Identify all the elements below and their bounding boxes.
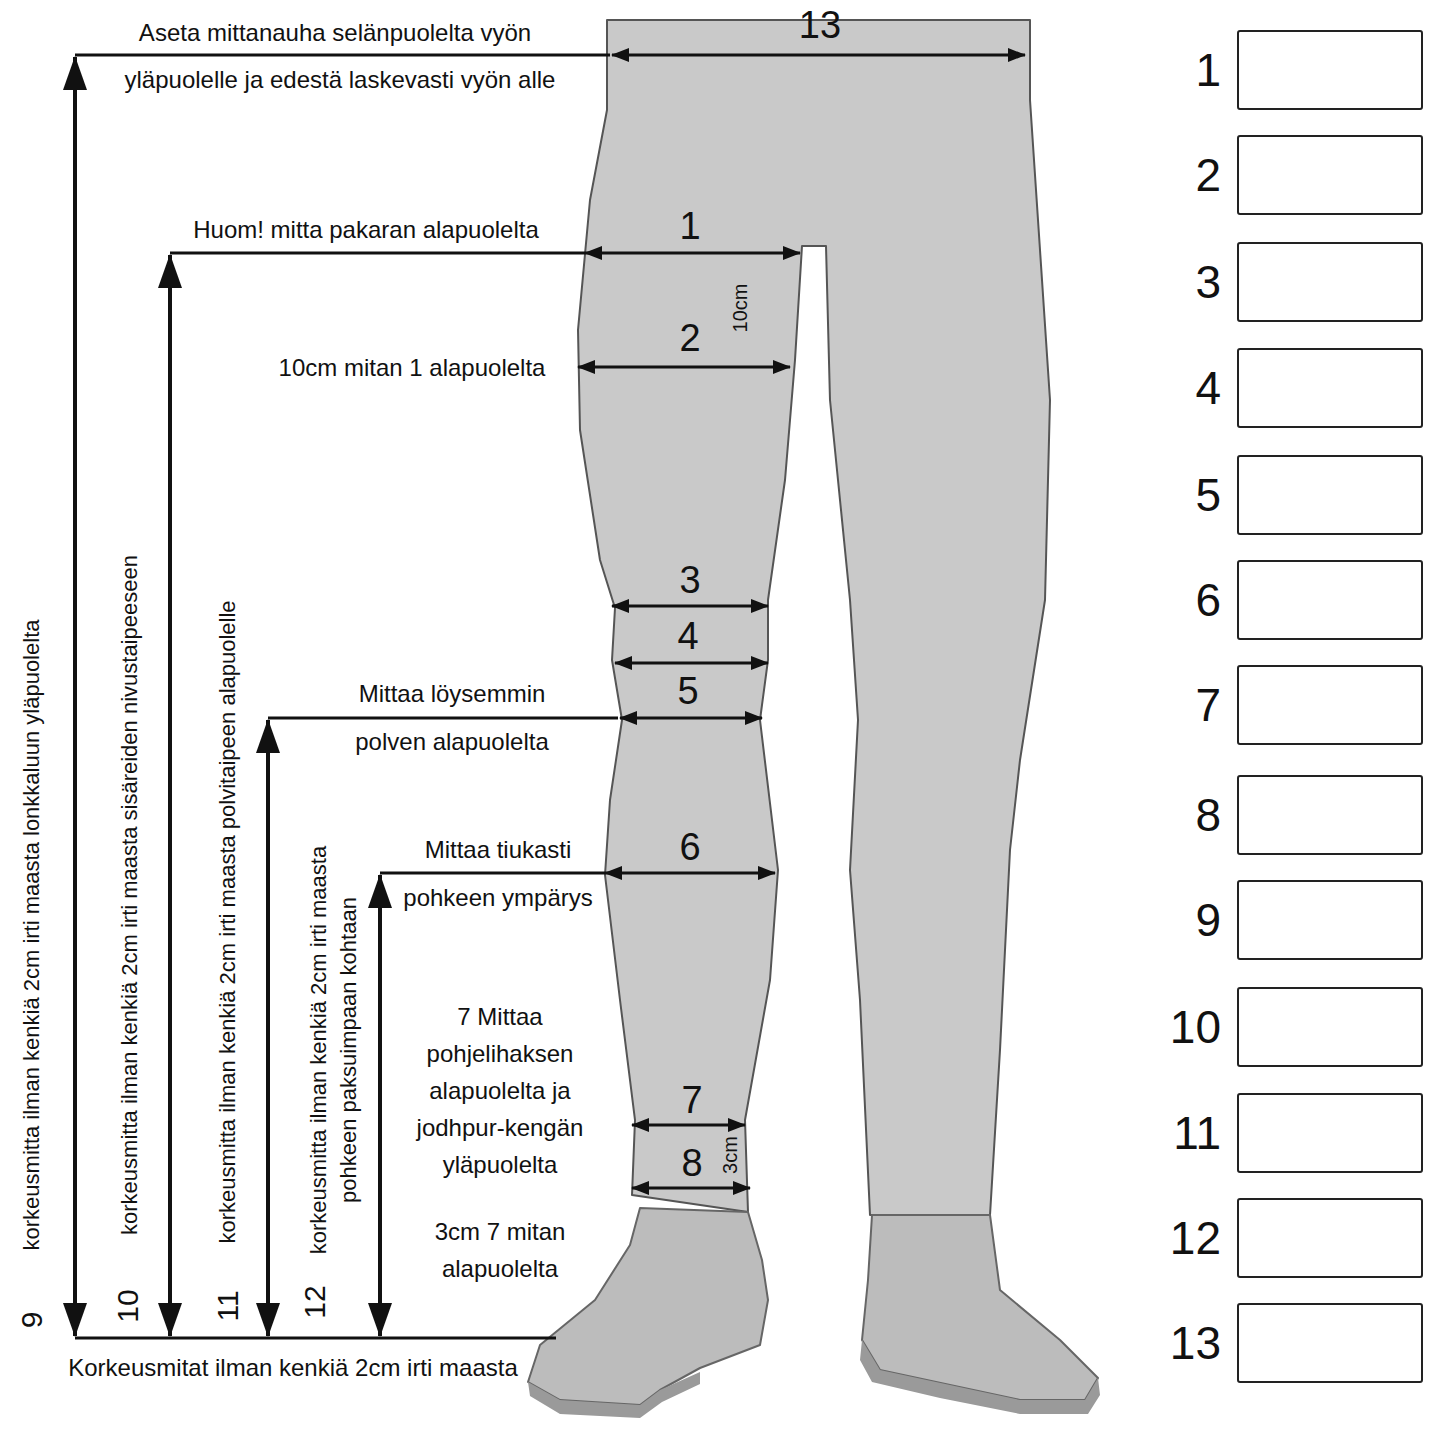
height-note: korkeusmitta ilman kenkiä 2cm irti maast…	[304, 810, 364, 1290]
dimension: 3cm	[719, 1136, 742, 1174]
box-number: 10	[1170, 1004, 1221, 1050]
right-boot	[862, 1215, 1098, 1400]
box-number: 8	[1195, 792, 1221, 838]
callout-number: 7	[681, 1081, 702, 1119]
answer-box: 1	[1237, 30, 1423, 110]
callout-number: 11	[213, 1290, 243, 1321]
answer-box: 7	[1237, 665, 1423, 745]
callout-number: 3	[679, 561, 700, 599]
callout-number: 5	[677, 672, 698, 710]
answer-box: 2	[1237, 135, 1423, 215]
girth-arrows	[578, 55, 1025, 1188]
instruction-note: 3cm 7 mitan alapuolelta	[420, 1213, 580, 1287]
callout-number: 8	[681, 1144, 702, 1182]
instruction-note: yläpuolelle ja edestä laskevasti vyön al…	[125, 66, 556, 94]
height-note: korkeusmitta ilman kenkiä 2cm irti maast…	[19, 620, 44, 1251]
callout-number: 6	[679, 828, 700, 866]
box-number: 7	[1195, 682, 1221, 728]
callout-number: 12	[300, 1285, 330, 1318]
callout-number: 13	[799, 6, 841, 44]
dimension: 10cm	[729, 284, 752, 333]
instruction-note: Huom! mitta pakaran alapuolelta	[193, 216, 539, 244]
answer-box: 11	[1237, 1093, 1423, 1173]
answer-box: 8	[1237, 775, 1423, 855]
left-boot-sole	[528, 1372, 700, 1418]
height-arrows	[75, 57, 380, 1336]
box-number: 5	[1195, 472, 1221, 518]
instruction-note: Mittaa tiukasti	[425, 836, 572, 864]
box-number: 9	[1195, 897, 1221, 943]
answer-box: 10	[1237, 987, 1423, 1067]
answer-box: 4	[1237, 348, 1423, 428]
instruction-note: Korkeusmitat ilman kenkiä 2cm irti maast…	[68, 1354, 517, 1382]
instruction-note: pohkeen ympärys	[403, 884, 592, 912]
instruction-note: Mittaa löysemmin	[359, 680, 546, 708]
instruction-note: 10cm mitan 1 alapuolelta	[279, 354, 546, 382]
box-number: 3	[1195, 259, 1221, 305]
instruction-note: 7 Mittaa pohjelihaksen alapuolelta ja jo…	[400, 998, 600, 1183]
right-boot-sole	[860, 1340, 1100, 1414]
box-number: 12	[1170, 1215, 1221, 1261]
box-number: 1	[1195, 47, 1221, 93]
box-number: 6	[1195, 577, 1221, 623]
height-note: korkeusmitta ilman kenkiä 2cm irti maast…	[117, 555, 142, 1235]
answer-box: 5	[1237, 455, 1423, 535]
callout-number: 4	[677, 617, 698, 655]
box-number: 2	[1195, 152, 1221, 198]
answer-box: 12	[1237, 1198, 1423, 1278]
box-number: 13	[1170, 1320, 1221, 1366]
answer-box: 9	[1237, 880, 1423, 960]
answer-box: 3	[1237, 242, 1423, 322]
answer-box: 6	[1237, 560, 1423, 640]
callout-number: 10	[113, 1289, 143, 1322]
callout-number: 9	[17, 1312, 47, 1329]
trousers	[578, 20, 1050, 1215]
answer-box: 13	[1237, 1303, 1423, 1383]
leader-lines	[75, 55, 618, 1338]
box-number: 4	[1195, 365, 1221, 411]
instruction-note: Aseta mittanauha selänpuolelta vyön	[139, 19, 531, 47]
instruction-note: polven alapuolelta	[355, 728, 549, 756]
box-number: 11	[1173, 1110, 1221, 1156]
height-note: korkeusmitta ilman kenkiä 2cm irti maast…	[215, 600, 240, 1243]
callout-number: 2	[679, 319, 700, 357]
callout-number: 1	[679, 207, 700, 245]
